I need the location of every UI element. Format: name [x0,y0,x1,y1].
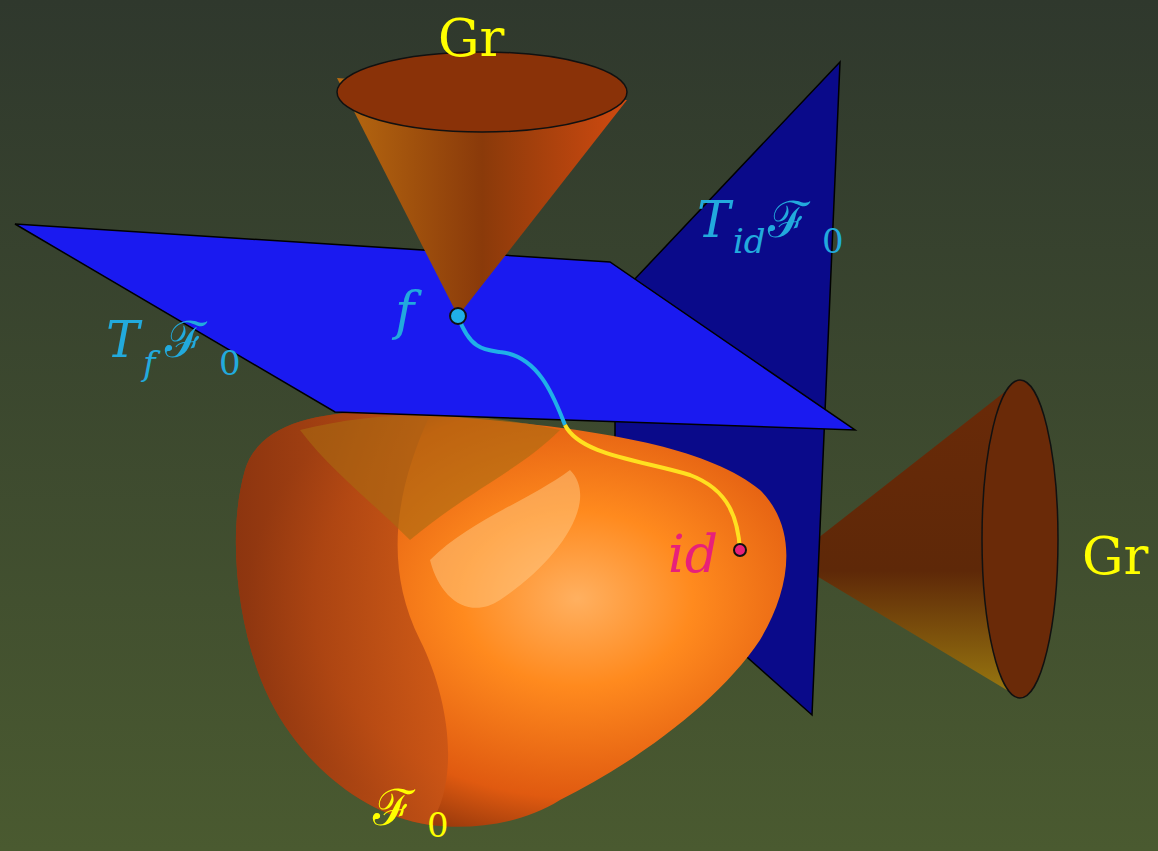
space-symbol: ℱ [373,783,414,833]
subscript: 0 [427,808,449,842]
point-label: id [668,528,718,580]
manifold-blob [236,412,786,827]
point-id [734,544,746,556]
subscript: 0 [822,224,844,258]
top-cone [337,52,627,316]
subscript: id [733,224,766,258]
space-symbol: T [697,195,730,245]
space-symbol: ℱ [768,195,809,245]
space-symbol: T [106,315,139,365]
cone-label: Gr [438,12,504,64]
curve-segment [458,316,565,425]
subscript: 0 [219,346,241,380]
space-symbol: ℱ [165,315,206,365]
point-label: f [395,285,414,337]
point-f [450,308,466,324]
cone-label: Gr [1082,530,1148,582]
subscript: f [143,346,156,380]
